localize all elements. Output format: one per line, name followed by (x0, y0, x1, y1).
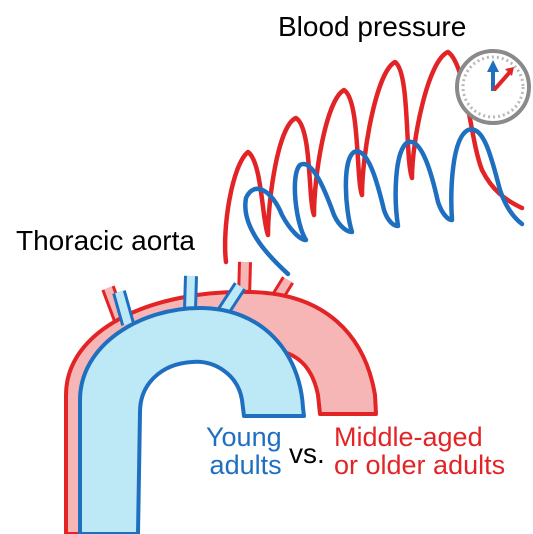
legend-young-line1: Young (206, 423, 282, 451)
legend-vs: vs. (289, 439, 325, 468)
legend-older-adults: Middle-aged or older adults (334, 423, 505, 480)
legend-older-line2: or older adults (334, 451, 505, 479)
pressure-gauge-icon (457, 51, 529, 123)
legend-young-adults: Young adults (206, 423, 282, 480)
young-branch-2-fill (190, 276, 191, 310)
legend-young-line2: adults (206, 451, 282, 479)
legend-older-line1: Middle-aged (334, 423, 505, 451)
thoracic-aorta-title: Thoracic aorta (16, 226, 195, 255)
blood-pressure-title: Blood pressure (278, 12, 466, 41)
young-arch (80, 308, 304, 534)
young-pressure-wave (245, 129, 522, 274)
